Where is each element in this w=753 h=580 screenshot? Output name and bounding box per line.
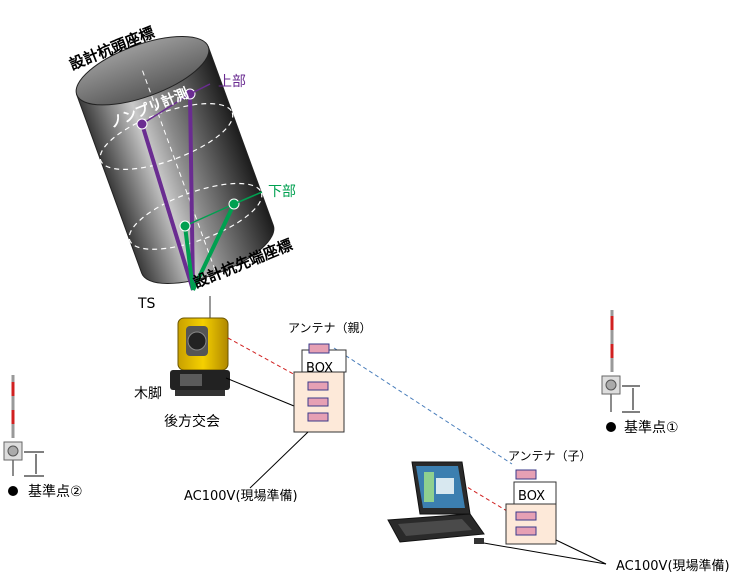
parent-power-label: AC100V(現場準備) <box>184 488 298 504</box>
upper-measurement-lines <box>136 83 211 291</box>
child-box-label: BOX <box>518 489 545 504</box>
lower-measurement-lines <box>179 191 263 291</box>
pile-upper-label: 上部 <box>218 74 246 90</box>
ts-to-parent-cable <box>227 337 309 383</box>
ts-label: TS <box>137 296 156 312</box>
laptop <box>387 461 485 544</box>
parent-power-pointer <box>249 431 309 489</box>
reference-point-2-marker <box>3 375 44 496</box>
pc-to-child-cable <box>461 483 513 515</box>
child-antenna-label: アンテナ（子） <box>508 449 592 463</box>
tripod-label: 木脚 <box>134 386 162 402</box>
reference-point-2-label: 基準点② <box>28 483 83 500</box>
parent-box <box>293 343 347 433</box>
upper-point-marker-1 <box>136 118 148 130</box>
radio-link <box>333 347 513 465</box>
child-power-label: AC100V(現場準備) <box>616 558 730 574</box>
parent-box-label: BOX <box>306 361 333 376</box>
lower-point-marker-1 <box>179 220 191 232</box>
reference-point-1-label: 基準点① <box>624 419 679 436</box>
total-station <box>170 296 230 396</box>
child-power-pointer-1 <box>555 539 607 565</box>
resection-label: 後方交会 <box>164 413 220 430</box>
child-box <box>505 469 557 545</box>
pile-lower-label: 下部 <box>268 184 296 200</box>
reference-point-1-marker <box>601 310 640 432</box>
parent-antenna-label: アンテナ（親） <box>288 321 372 335</box>
power-adapter <box>474 538 484 544</box>
tripod-pointer <box>225 377 295 407</box>
child-power-pointer-2 <box>477 541 607 565</box>
